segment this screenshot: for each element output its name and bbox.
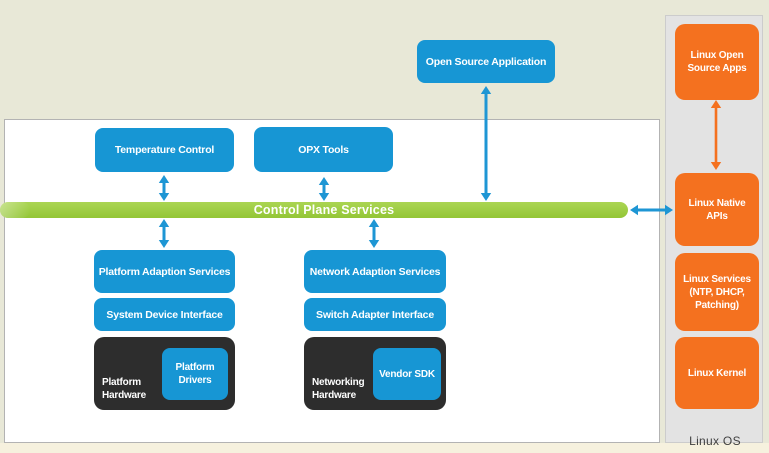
- temperature-control-box: Temperature Control: [95, 128, 234, 172]
- switch-adapter-interface-label: Switch Adapter Interface: [316, 308, 434, 321]
- linux-services-box: Linux Services (NTP, DHCP, Patching): [675, 253, 759, 331]
- linux-open-source-apps-box: Linux Open Source Apps: [675, 24, 759, 100]
- open-source-application-label: Open Source Application: [425, 55, 547, 68]
- linux-kernel-label: Linux Kernel: [687, 367, 747, 379]
- linux-services-label: Linux Services (NTP, DHCP, Patching): [683, 273, 751, 311]
- platform-hardware-box: Platform Hardware Platform Drivers: [94, 337, 235, 410]
- linux-open-source-apps-label: Linux Open Source Apps: [687, 50, 747, 74]
- bus-platform-adaption-arrow: [158, 219, 170, 248]
- networking-hardware-label: Networking Hardware: [312, 377, 365, 401]
- platform-drivers-label: Platform Drivers: [175, 362, 215, 386]
- network-adaption-services-box: Network Adaption Services: [304, 250, 446, 293]
- platform-hardware-label: Platform Hardware: [102, 377, 146, 401]
- temperature-control-label: Temperature Control: [114, 144, 215, 156]
- control-plane-services-bar: [0, 202, 628, 218]
- linux-native-apis-label: Linux Native APIs: [688, 197, 746, 222]
- control-plane-services-label: Control Plane Services: [253, 203, 395, 217]
- platform-adaption-services-box: Platform Adaption Services: [94, 250, 235, 293]
- linux-kernel-box: Linux Kernel: [675, 337, 759, 409]
- linux-native-apis-box: Linux Native APIs: [675, 173, 759, 246]
- platform-drivers-box: Platform Drivers: [162, 348, 228, 400]
- bottom-margin-strip: [0, 443, 769, 453]
- linux-os-label: Linux OS: [689, 434, 741, 448]
- open-source-application-box: Open Source Application: [417, 40, 555, 83]
- open-source-application-bus-arrow: [480, 86, 492, 201]
- system-device-interface-box: System Device Interface: [94, 298, 235, 331]
- vendor-sdk-box: Vendor SDK: [373, 348, 441, 400]
- opx-tools-box: OPX Tools: [254, 127, 393, 172]
- vendor-sdk-label: Vendor SDK: [379, 368, 435, 380]
- network-adaption-services-label: Network Adaption Services: [309, 265, 441, 278]
- opx-tools-bus-arrow: [318, 177, 330, 201]
- linux-apps-native-apis-arrow: [710, 100, 722, 170]
- platform-adaption-services-label: Platform Adaption Services: [98, 265, 231, 278]
- switch-adapter-interface-box: Switch Adapter Interface: [304, 298, 446, 331]
- temperature-control-bus-arrow: [158, 175, 170, 201]
- system-device-interface-label: System Device Interface: [106, 308, 223, 321]
- linux-os-panel: Linux Open Source Apps Linux Native APIs…: [665, 15, 763, 448]
- bus-network-adaption-arrow: [368, 219, 380, 248]
- opx-tools-label: OPX Tools: [298, 143, 349, 156]
- bus-linux-native-apis-arrow: [630, 204, 673, 216]
- networking-hardware-box: Networking Hardware Vendor SDK: [304, 337, 446, 410]
